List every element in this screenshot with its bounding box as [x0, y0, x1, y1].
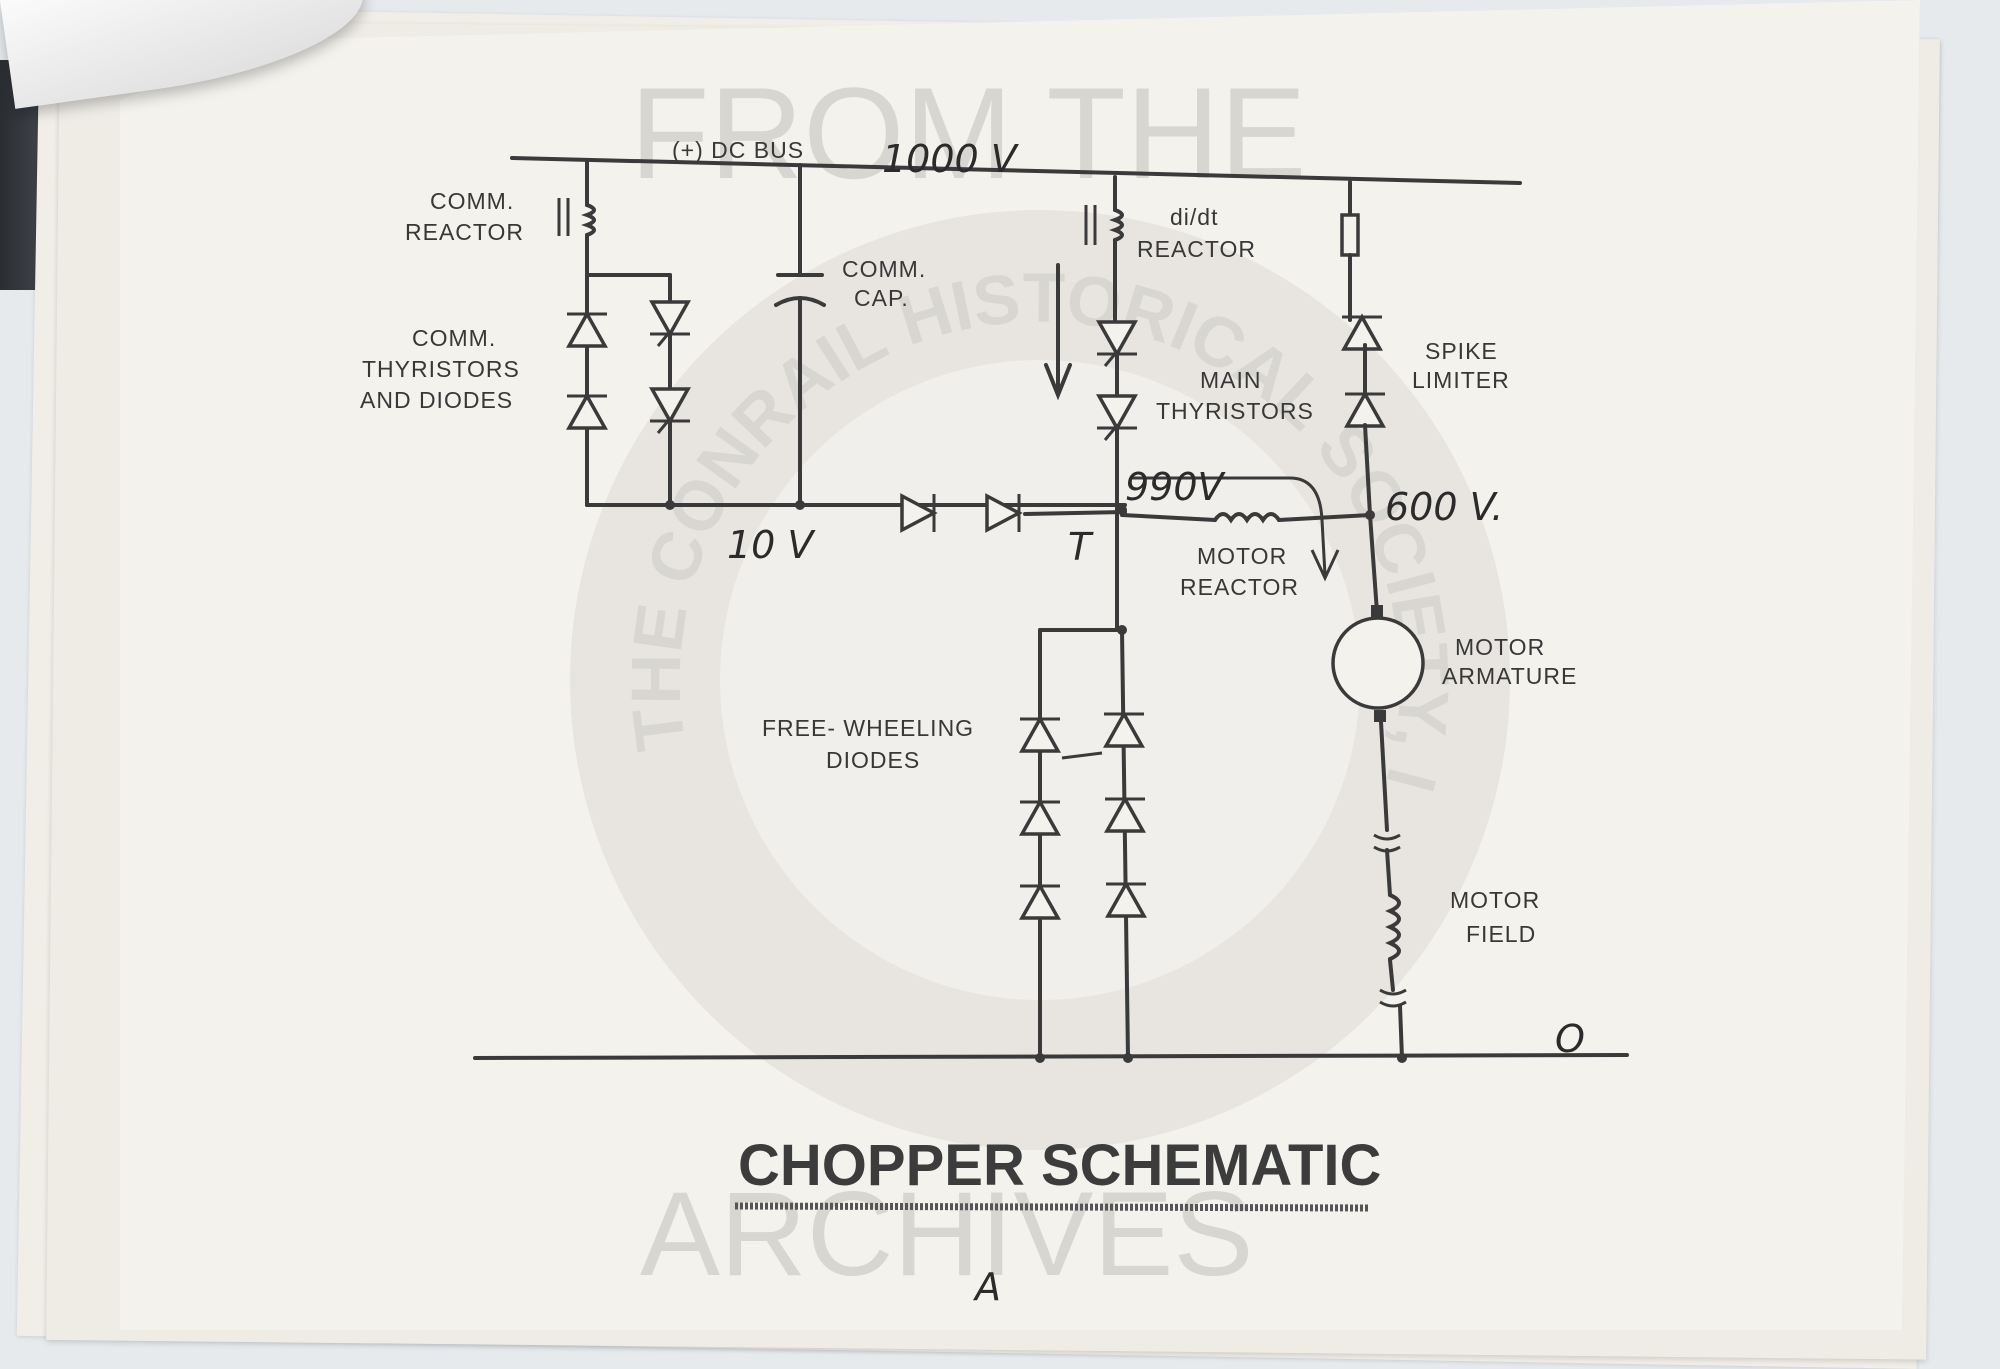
main-thyristors-label-1: MAIN — [1200, 367, 1262, 393]
motor-armature-label-1: MOTOR — [1455, 634, 1545, 660]
comm-capacitor — [774, 163, 826, 510]
motor-armature-label-2: ARMATURE — [1442, 663, 1577, 689]
sheet-letter: A — [972, 1265, 1001, 1309]
voltage-1000: 1000 V — [882, 137, 1020, 181]
comm-reactor-label-1: COMM. — [430, 188, 514, 214]
dc-bus-label: (+) DC BUS — [672, 137, 804, 163]
archive-watermark: FROM THE ARCHIVES THE CONRAIL HISTORICAL… — [0, 0, 1510, 1301]
comm-cap-label-1: COMM. — [842, 256, 926, 282]
motor-reactor-label-1: MOTOR — [1197, 543, 1287, 569]
didt-label-1: di/dt — [1170, 204, 1218, 230]
comm-reactor — [557, 158, 596, 277]
motor-reactor-label-2: REACTOR — [1180, 574, 1299, 600]
comm-cap-label-2: CAP. — [854, 285, 909, 311]
didt-label-2: REACTOR — [1137, 236, 1256, 262]
comm-reactor-label-2: REACTOR — [405, 219, 524, 245]
free-wheeling-diodes — [1018, 625, 1148, 1060]
ground-bus — [473, 1053, 1629, 1060]
comm-thyristors-label-1: COMM. — [412, 325, 496, 351]
title-underline — [734, 1202, 1369, 1212]
motor-reactor — [1120, 476, 1372, 582]
main-thyristors — [1044, 263, 1139, 632]
comm-thyristors-label-3: AND DIODES — [360, 387, 513, 413]
ground-node-3 — [1397, 1053, 1407, 1063]
motor-field-label-2: FIELD — [1466, 921, 1536, 947]
spike-limiter-label-1: SPIKE — [1425, 338, 1498, 364]
handwritten-ground-o: O — [1555, 1017, 1585, 1061]
series-diodes — [900, 492, 1127, 534]
dc-bus-line — [510, 156, 1522, 185]
motor-field — [1373, 833, 1407, 1060]
comm-thyristors-label-2: THYRISTORS — [362, 356, 520, 382]
free-wheeling-label-1: FREE- WHEELING — [762, 715, 974, 741]
free-wheeling-label-2: DIODES — [826, 747, 920, 773]
comm-thyristors-and-diodes — [565, 273, 1127, 510]
schematic-title: CHOPPER SCHEMATIC — [738, 1133, 1381, 1198]
motor-armature — [1331, 513, 1425, 832]
spike-limiter — [1340, 180, 1387, 520]
voltage-600: 600 V. — [1385, 485, 1503, 529]
watermark-bottom: ARCHIVES — [640, 1167, 1253, 1301]
handwritten-t: T — [1068, 525, 1094, 569]
voltage-990: 990V — [1125, 465, 1227, 509]
ground-node-1 — [1035, 1053, 1045, 1063]
voltage-10: 10 V — [727, 523, 816, 567]
main-thyristors-label-2: THYRISTORS — [1156, 398, 1314, 424]
ground-node-2 — [1123, 1053, 1133, 1063]
watermark-top: FROM THE — [630, 60, 1306, 206]
didt-reactor — [1084, 175, 1124, 322]
motor-field-label-1: MOTOR — [1450, 887, 1540, 913]
spike-limiter-label-2: LIMITER — [1412, 367, 1510, 393]
